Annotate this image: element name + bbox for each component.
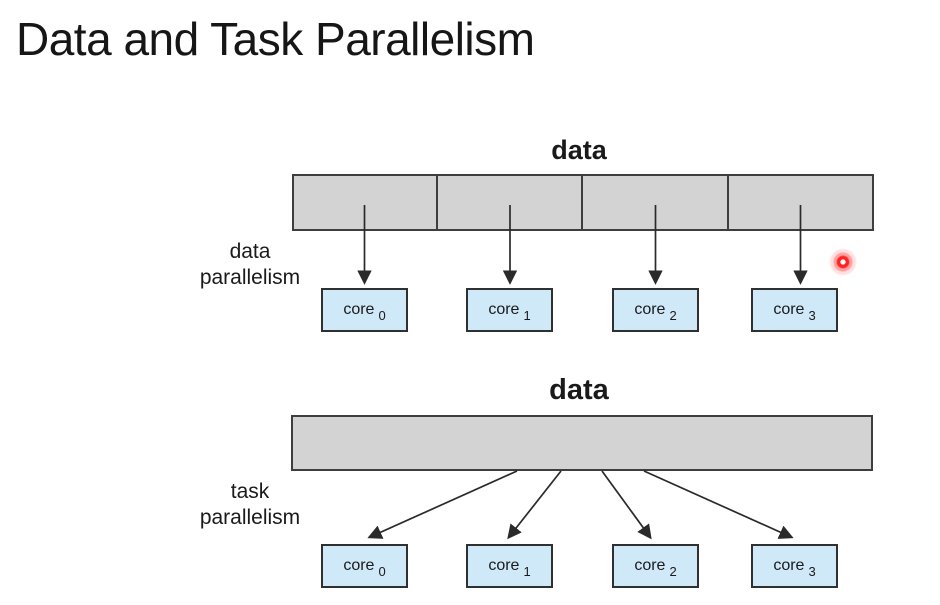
core-index: 0 bbox=[378, 563, 386, 579]
task-parallelism-label: task parallelism bbox=[180, 479, 320, 531]
core-box-tp-3: core 3 bbox=[751, 544, 838, 588]
core-box-dp-1: core 1 bbox=[466, 288, 553, 332]
core-label: core bbox=[634, 301, 666, 318]
core-index: 3 bbox=[808, 563, 816, 579]
bar-segment-divider bbox=[581, 176, 583, 229]
side-label-line: parallelism bbox=[199, 266, 301, 289]
side-label-line: task bbox=[230, 480, 270, 503]
core-label: core bbox=[773, 557, 805, 574]
segmented-data-bar bbox=[292, 174, 874, 231]
core-box-dp-0: core 0 bbox=[321, 288, 408, 332]
core-index: 1 bbox=[523, 307, 531, 323]
side-label-line: data bbox=[229, 240, 271, 263]
core-label: core bbox=[488, 301, 520, 318]
core-index: 3 bbox=[808, 307, 816, 323]
core-label: core bbox=[634, 557, 666, 574]
core-index: 2 bbox=[669, 563, 677, 579]
data-label-top: data bbox=[551, 135, 607, 165]
solid-data-bar bbox=[291, 415, 873, 471]
core-box-tp-1: core 1 bbox=[466, 544, 553, 588]
data-parallelism-label: data parallelism bbox=[180, 239, 320, 291]
task-parallelism-arrows bbox=[367, 470, 794, 540]
core-label: core bbox=[343, 301, 375, 318]
core-label: core bbox=[343, 557, 375, 574]
core-label: core bbox=[773, 301, 805, 318]
page-title: Data and Task Parallelism bbox=[16, 13, 535, 65]
core-box-tp-0: core 0 bbox=[321, 544, 408, 588]
data-label-bottom: data bbox=[549, 374, 609, 406]
core-box-tp-2: core 2 bbox=[612, 544, 699, 588]
core-index: 0 bbox=[378, 307, 386, 323]
core-box-dp-3: core 3 bbox=[751, 288, 838, 332]
core-label: core bbox=[488, 557, 520, 574]
laser-pointer-dot bbox=[828, 247, 858, 277]
bar-segment-divider bbox=[727, 176, 729, 229]
side-label-line: parallelism bbox=[199, 506, 301, 529]
bar-segment-divider bbox=[436, 176, 438, 229]
core-index: 2 bbox=[669, 307, 677, 323]
core-box-dp-2: core 2 bbox=[612, 288, 699, 332]
core-index: 1 bbox=[523, 563, 531, 579]
